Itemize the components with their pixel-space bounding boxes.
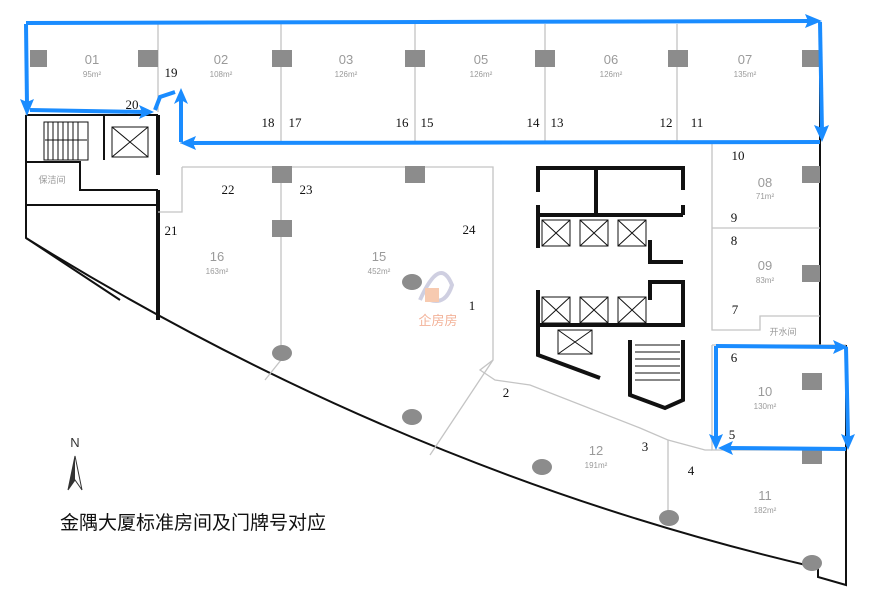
- door-number: 19: [165, 65, 178, 80]
- columns: [30, 50, 822, 571]
- door-number: 18: [262, 115, 275, 130]
- central-core: [536, 166, 685, 411]
- door-number: 14: [527, 115, 541, 130]
- room-number: 02: [214, 52, 228, 67]
- route-arrows: [20, 14, 855, 455]
- door-number: 5: [729, 427, 736, 442]
- room-number: 03: [339, 52, 353, 67]
- door-number: 16: [396, 115, 410, 130]
- door-number: 21: [165, 223, 178, 238]
- door-number: 3: [642, 439, 649, 454]
- room-number: 08: [758, 175, 772, 190]
- door-number: 23: [300, 182, 313, 197]
- door-number: 4: [688, 463, 695, 478]
- door-number: 1: [469, 298, 476, 313]
- door-number: 9: [731, 210, 738, 225]
- door-number: 12: [660, 115, 673, 130]
- room-number: 01: [85, 52, 99, 67]
- room-area: 182m²: [754, 506, 777, 515]
- watermark-logo: [418, 271, 455, 303]
- cleaning-room-label: 保洁间: [38, 174, 65, 186]
- water-room-label: 开水间: [769, 326, 796, 338]
- door-number: 24: [463, 222, 477, 237]
- room-number: 06: [604, 52, 618, 67]
- north-label: N: [70, 435, 79, 450]
- room-number: 05: [474, 52, 488, 67]
- door-number: 11: [691, 115, 704, 130]
- north-arrow: N: [67, 435, 83, 491]
- door-number: 10: [732, 148, 745, 163]
- room-area: 135m²: [734, 70, 757, 79]
- room-number: 09: [758, 258, 772, 273]
- outer-walls: [25, 24, 847, 587]
- room-area: 191m²: [585, 461, 608, 470]
- room-number: 10: [758, 384, 772, 399]
- door-number: 17: [289, 115, 303, 130]
- room-number: 15: [372, 249, 386, 264]
- room-area: 95m²: [83, 70, 102, 79]
- room-area: 452m²: [368, 267, 391, 276]
- room-area: 108m²: [210, 70, 233, 79]
- door-number: 13: [551, 115, 564, 130]
- room-area: 130m²: [754, 402, 777, 411]
- door-number: 22: [222, 182, 235, 197]
- door-number: 6: [731, 350, 738, 365]
- room-area: 163m²: [206, 267, 229, 276]
- room-area: 126m²: [335, 70, 358, 79]
- room-area: 71m²: [756, 192, 775, 201]
- left-core: [43, 121, 149, 161]
- room-number: 16: [210, 249, 224, 264]
- partitions: [25, 24, 846, 520]
- room-area: 126m²: [600, 70, 623, 79]
- room-labels: 01 95m² 02 108m² 03 126m² 05 126m² 06 126m² 0…: [38, 52, 796, 515]
- watermark-text: 企房房: [418, 313, 457, 329]
- room-number: 12: [589, 443, 603, 458]
- room-number: 07: [738, 52, 752, 67]
- door-number: 20: [126, 97, 139, 112]
- door-number: 15: [421, 115, 434, 130]
- door-number: 8: [731, 233, 738, 248]
- door-number: 7: [732, 302, 739, 317]
- room-number: 11: [758, 488, 772, 503]
- room-area: 83m²: [756, 276, 775, 285]
- room-area: 126m²: [470, 70, 493, 79]
- door-number: 2: [503, 385, 510, 400]
- plan-caption: 金隅大厦标准房间及门牌号对应: [60, 512, 326, 534]
- door-numbers: 1 2 3 4 5 6 7 8 9 10 11 12 13 14 15 16 1…: [126, 65, 745, 478]
